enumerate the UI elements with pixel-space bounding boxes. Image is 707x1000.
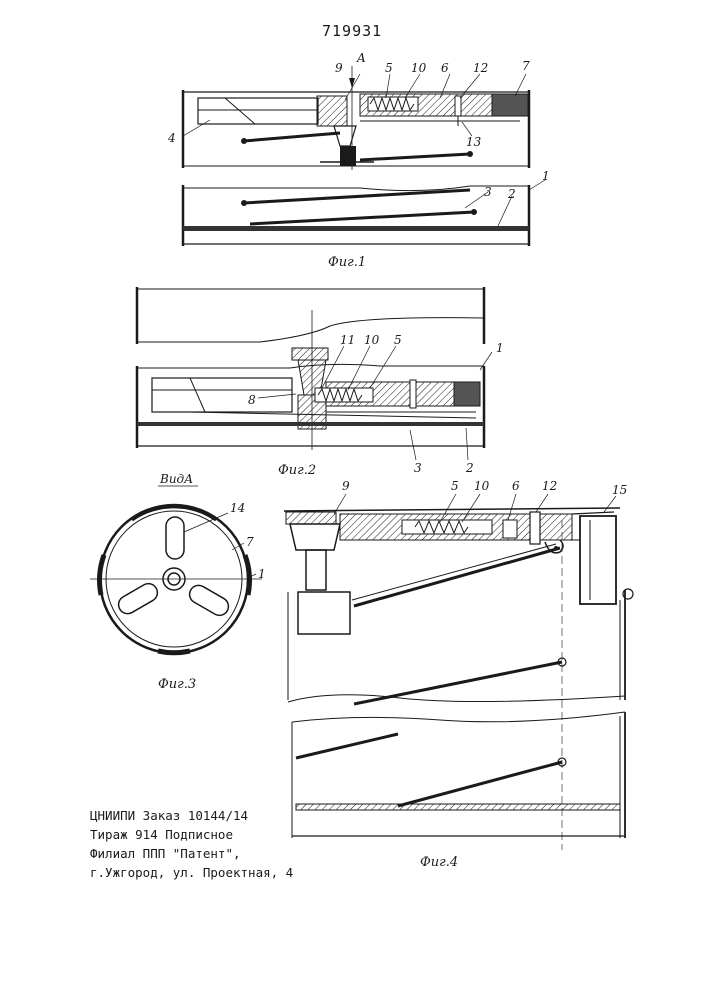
fig4-hub-9 [286,512,336,524]
fig3-label-14: 14 [230,501,245,515]
fig1-label-7: 7 [522,59,530,73]
fig1-view-arrow [349,78,355,88]
fig1-label-2: 2 [507,187,516,201]
fig1-label-5: 5 [385,61,393,75]
fig4-label-5: 5 [451,479,459,493]
fig1-base-2 [183,226,529,231]
fig3-title: ВидА [159,472,193,486]
fig1-label-3: 3 [484,185,492,199]
fig1-nozzle [340,146,356,166]
fig2-label-11: 11 [340,333,355,347]
fig4-latch-15 [580,516,616,604]
fig4-nozzle [298,592,350,634]
figure-3: ВидА 14 7 1 Фиг.3 [90,472,266,692]
fig1-ring-7 [492,94,528,116]
fig2-caption: Фиг.2 [278,463,316,478]
fig3-caption: Фиг.3 [158,677,196,692]
imprint-address-line: г.Ужгород, ул. Проектная, 4 [90,863,293,882]
imprint-circulation-line: Тираж 914 Подписное [90,825,293,844]
fig4-caption: Фиг.4 [420,855,458,870]
fig1-label-13: 13 [466,135,482,149]
figure-1: A 9 5 10 6 12 7 4 13 3 2 1 Фиг.1 [167,51,550,270]
fig1-disc-4 [198,98,318,124]
fig2-disc-8 [152,378,292,412]
figure-4: 9 5 10 6 12 15 Фиг.4 [284,479,633,870]
fig2-label-5: 5 [394,333,402,347]
fig2-base-2 [137,422,484,426]
publisher-imprint: ЦНИИПИ Заказ 10144/14 Тираж 914 Подписно… [90,806,293,882]
fig4-base [296,804,620,810]
fig1-label-a: A [356,51,366,65]
fig1-caption: Фиг.1 [328,255,366,270]
fig1-hub-9 [317,96,347,126]
fig2-label-3: 3 [414,461,422,475]
fig1-label-9: 9 [335,61,343,75]
fig4-label-15: 15 [612,483,627,497]
fig4-label-9: 9 [342,479,350,493]
fig1-label-1: 1 [542,169,550,183]
fig1-label-10: 10 [411,61,427,75]
fig2-label-1: 1 [496,341,504,355]
fig2-label-8: 8 [248,393,256,407]
fig1-label-4: 4 [167,131,176,145]
fig2-hub [292,348,328,360]
fig4-label-12: 12 [542,479,557,493]
fig1-label-6: 6 [441,61,449,75]
imprint-order-line: ЦНИИПИ Заказ 10144/14 [90,806,293,825]
fig4-label-10: 10 [474,479,490,493]
fig1-label-12: 12 [473,61,488,75]
fig3-label-1: 1 [258,567,266,581]
fig2-label-10: 10 [364,333,380,347]
fig4-pin-12 [530,512,540,544]
fig3-label-7: 7 [246,535,254,549]
fig2-label-2: 2 [465,461,474,475]
fig1-pin-12 [455,96,461,116]
imprint-branch-line: Филиал ППП "Патент", [90,844,293,863]
figure-2: 11 10 5 1 8 3 2 Фиг.2 [137,287,504,478]
fig3-slot-14 [166,517,184,559]
fig4-label-6: 6 [512,479,520,493]
